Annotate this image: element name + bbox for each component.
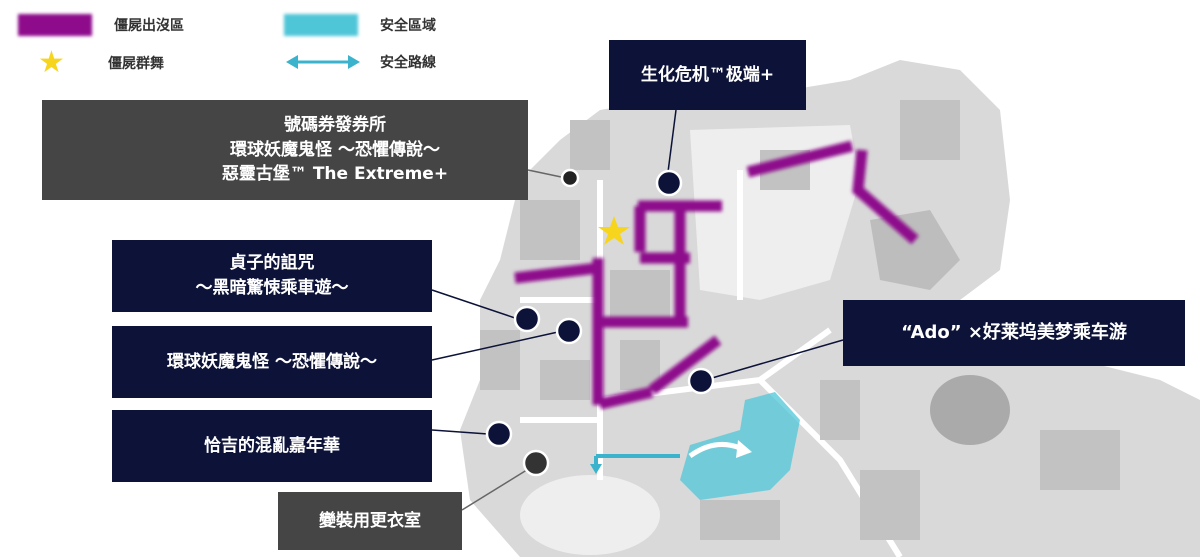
safe-route-arrow [590, 440, 752, 474]
marker-monsters [555, 317, 583, 345]
legend-label: 安全路線 [380, 55, 436, 71]
buildings [480, 100, 1120, 540]
legend-zombie-dance: ★ 僵屍群舞 [38, 45, 164, 80]
legend-safe-route: 安全路線 [286, 52, 436, 72]
label-line: 變裝用更衣室 [319, 510, 421, 531]
legend-label: 安全區域 [380, 18, 436, 34]
marker-dressing-room [522, 449, 550, 477]
label-line: 環球妖魔鬼怪 ～恐懼傳說～ [167, 351, 377, 372]
legend-label: 僵屍群舞 [108, 56, 164, 72]
label-line: 號碼券發券所 [284, 115, 386, 136]
label-ado: “Ado” ×好莱坞美梦乘车游 [843, 300, 1185, 366]
connector-lines [431, 109, 844, 511]
marker-ticket-office [560, 168, 580, 188]
legend-label: 僵屍出沒區 [114, 18, 184, 34]
marker-ado [687, 367, 715, 395]
plaza [690, 125, 860, 300]
legend-zombie-zone: 僵屍出沒區 [18, 14, 184, 36]
marker-biohazard [655, 169, 683, 197]
label-line: 惡靈古堡™ The Extreme+ [221, 164, 449, 185]
legend-safe-zone: 安全區域 [284, 14, 436, 36]
marker-sadako [513, 305, 541, 333]
label-line: 恰吉的混亂嘉年華 [204, 435, 340, 456]
label-biohazard: 生化危机™极端+ [609, 40, 806, 110]
lagoon-area [870, 210, 960, 290]
label-line: 貞子的詛咒 [229, 253, 315, 274]
label-ticket-office: 號碼券發券所 環球妖魔鬼怪 ～恐懼傳說～ 惡靈古堡™ The Extreme+ [42, 100, 528, 200]
zombie-zone-swatch [18, 14, 92, 36]
attraction-markers [485, 168, 715, 477]
safe-zone-swatch [284, 14, 358, 36]
label-line: 環球妖魔鬼怪 ～恐懼傳說～ [230, 139, 440, 160]
label-line: 生化危机™极端+ [640, 64, 775, 85]
label-dressing-room: 變裝用更衣室 [278, 492, 462, 550]
marker-chucky [485, 420, 513, 448]
label-chucky: 恰吉的混亂嘉年華 [112, 410, 432, 482]
label-sadako: 貞子的詛咒 ～黑暗驚悚乘車遊～ [112, 240, 432, 312]
zombie-dance-star-icon [598, 216, 630, 245]
star-icon: ★ [38, 45, 65, 80]
park-area [460, 60, 1200, 557]
stadium [930, 375, 1010, 445]
double-arrow-icon [286, 55, 360, 69]
label-line: “Ado” ×好莱坞美梦乘车游 [901, 321, 1127, 343]
zombie-zone-paths [514, 140, 919, 410]
label-line: ～黑暗驚悚乘車遊～ [195, 278, 349, 298]
entrance-plaza [520, 475, 660, 555]
label-monsters: 環球妖魔鬼怪 ～恐懼傳說～ [112, 326, 432, 398]
